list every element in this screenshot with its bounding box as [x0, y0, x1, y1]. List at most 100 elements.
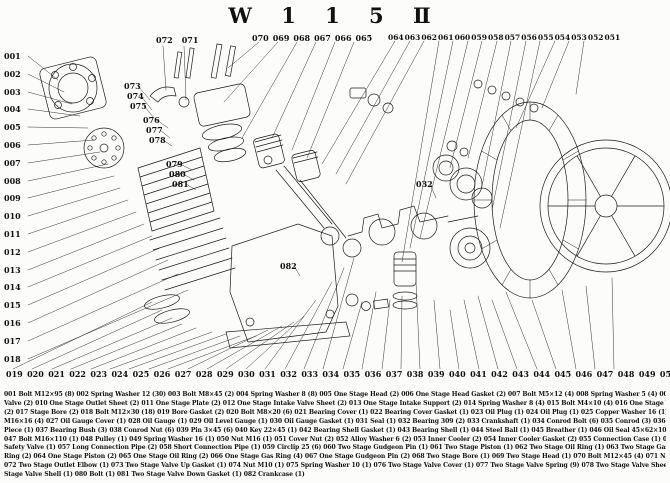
callout-number: 057 — [504, 33, 521, 42]
callout-number: 008 — [4, 175, 21, 186]
callout-number: 050 — [659, 369, 670, 379]
callout-number: 051 — [604, 33, 621, 42]
callout-number: 030 — [238, 369, 255, 379]
valve-assembly — [449, 227, 491, 269]
callout-number: 012 — [4, 246, 21, 257]
callout-row-top-extra: 072 071 — [156, 36, 198, 44]
callout-number: 078 — [149, 135, 166, 145]
callout-number: 067 — [314, 33, 331, 43]
callout-number: 027 — [174, 369, 192, 379]
parts-list-line: M16×16 (4) 027 Oil Gauge Cover (1) 028 O… — [4, 417, 666, 425]
callout-number: 047 — [596, 369, 614, 379]
callout-number: 022 — [69, 369, 86, 379]
crankcase — [225, 223, 351, 349]
callout-number: 042 — [491, 369, 508, 379]
callout-number: 060 — [454, 33, 471, 42]
callout-number: 039 — [427, 369, 445, 379]
callout-number: 040 — [448, 369, 466, 379]
one-stage-head — [39, 56, 107, 120]
callout-number: 044 — [533, 369, 551, 379]
callout-number: 002 — [4, 68, 21, 79]
inner-cooler-coil — [473, 101, 587, 299]
callout-number: 079 — [166, 159, 183, 169]
callout-number: 006 — [4, 139, 21, 150]
two-stage-piston — [392, 251, 418, 310]
parts-list-line: Piece (1) 037 Bearing Bush (3) 038 Conro… — [4, 426, 666, 434]
callout-number: 048 — [617, 369, 635, 379]
callout-number: 032 — [280, 369, 297, 379]
parts-list: 001 Bolt M12×95 (8) 002 Spring Washer 12… — [4, 391, 666, 480]
callout-number: 068 — [293, 33, 311, 43]
callout-number: 081 — [172, 179, 189, 189]
outlet-elbow — [149, 86, 177, 103]
callout-number: 001 — [4, 51, 21, 61]
callout-number: 010 — [4, 211, 21, 222]
callout-number: 071 — [181, 35, 199, 45]
page-title: W 1 1 5 Ⅱ — [228, 3, 442, 28]
callout-number: 028 — [195, 369, 213, 379]
callout-number: 077 — [146, 125, 163, 135]
callout-number: 020 — [27, 369, 44, 379]
callout-number: 070 — [252, 33, 269, 43]
callout-number: 038 — [406, 369, 424, 379]
callout-number: 061 — [437, 33, 454, 42]
parts-list-line: Safety Valve (1) 057 Long Connection Pip… — [4, 444, 666, 452]
callout-number: 049 — [638, 369, 656, 379]
callout-number: 058 — [487, 33, 504, 42]
leader-lines-bottom — [12, 257, 615, 370]
callout-number: 056 — [521, 33, 537, 42]
callout-number: 041 — [470, 369, 487, 379]
callout-number: 004 — [4, 104, 21, 115]
callout-number: 015 — [4, 300, 21, 311]
parts-list-line: 047 Bolt M16×110 (1) 048 Pulley (1) 049 … — [4, 435, 666, 443]
callout-number: 053 — [571, 33, 587, 42]
callout-number: 037 — [385, 369, 403, 379]
callout-number: 034 — [322, 369, 340, 379]
callout-number: 076 — [143, 115, 160, 125]
callout-number: 059 — [471, 33, 487, 42]
callout-number: 009 — [4, 193, 21, 204]
parts-list-line: Valve (2) 010 One Stage Outlet Sheet (2)… — [4, 399, 666, 407]
callout-number: 017 — [4, 335, 21, 346]
callout-number: 016 — [4, 317, 21, 328]
outlet-nut — [178, 96, 190, 108]
leader-lines-inner — [137, 85, 437, 277]
parts-list-line: Ring (2) 064 One Stage Piston (2) 065 On… — [4, 453, 666, 461]
callout-number: 035 — [343, 369, 361, 379]
callout-number: 043 — [512, 369, 529, 379]
callout-number: 072 — [156, 35, 173, 45]
callout-number: 055 — [537, 33, 554, 42]
crankcase-fins — [149, 217, 236, 291]
cylinder-fins — [137, 147, 215, 232]
leader-lines-left — [27, 55, 189, 360]
small-fasteners — [349, 79, 539, 114]
callout-number: 062 — [421, 33, 437, 42]
crankshaft — [347, 205, 479, 246]
callout-number: 066 — [334, 33, 352, 43]
callout-number: 036 — [364, 369, 382, 379]
oil-gauge-parts — [345, 293, 389, 311]
callout-number: 069 — [272, 33, 290, 43]
callout-number: 019 — [6, 369, 23, 379]
callout-number: 003 — [4, 86, 21, 97]
callout-number: 025 — [132, 369, 150, 379]
callout-number: 024 — [111, 369, 129, 379]
flywheel — [539, 139, 670, 273]
callout-number: 031 — [259, 369, 276, 379]
callout-number: 075 — [130, 101, 147, 111]
two-stage-head — [193, 83, 251, 163]
callout-number: 021 — [48, 369, 65, 379]
callout-number: 080 — [169, 169, 186, 179]
callout-number: 063 — [404, 33, 421, 42]
head-bolts — [173, 43, 236, 79]
parts-list-line: (2) 017 Stage Bore (2) 018 Bolt M12×30 (… — [4, 408, 666, 416]
one-stage-pistons — [253, 133, 321, 182]
callout-number: 073 — [124, 81, 141, 91]
callout-number: 082 — [280, 261, 297, 271]
connecting-rods — [275, 165, 362, 258]
callout-number: 074 — [127, 91, 144, 101]
